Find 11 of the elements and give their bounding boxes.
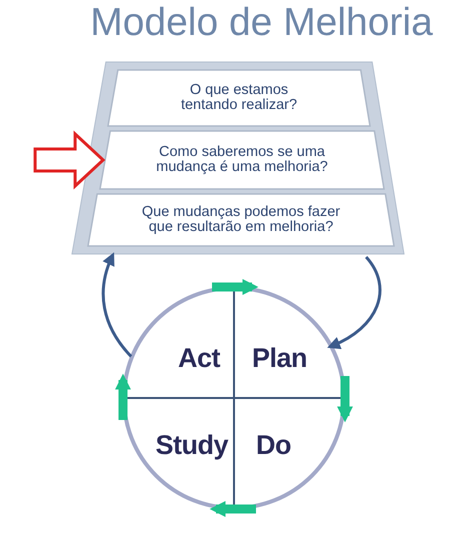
question-text: Como saberemos se uma mudança é uma melhoria? (155, 144, 329, 176)
question-text: Que mudanças podemos fazer que resultarão em melhoria? (140, 204, 342, 236)
curved-arrow (327, 256, 382, 349)
question-text: O que estamos tentando realizar? (180, 82, 298, 114)
outline-arrow (34, 130, 106, 190)
quadrant-label: Plan (252, 343, 308, 374)
quadrant-label: Act (178, 343, 220, 374)
curved-arrow (102, 252, 132, 358)
diagram-title: Modelo de Melhoria (89, 2, 434, 45)
quadrant-label: Study (155, 430, 228, 461)
quadrant-label: Do (256, 430, 291, 461)
